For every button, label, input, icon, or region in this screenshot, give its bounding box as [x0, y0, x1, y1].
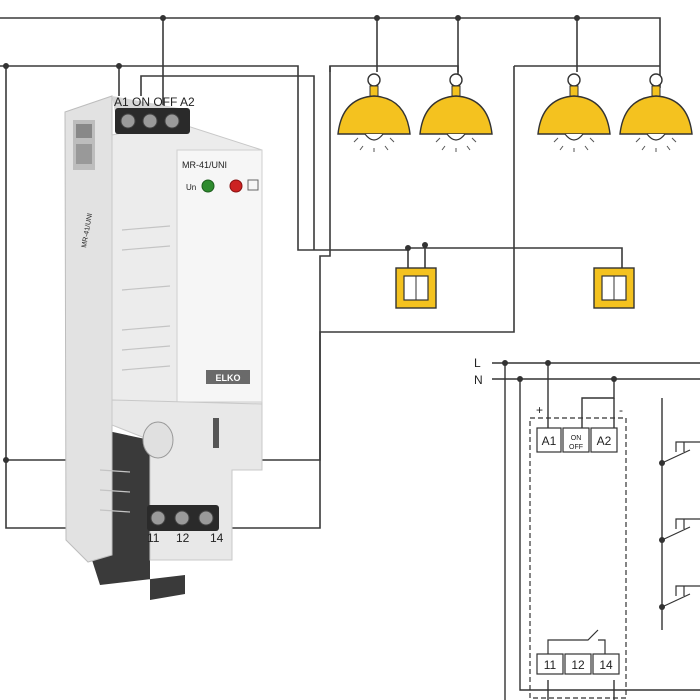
junction-dots: [3, 15, 580, 463]
wire-output-14: [230, 66, 515, 529]
bottom-terminal-12: 12: [176, 531, 190, 545]
top-terminal-labels: A1 ON OFF A2: [114, 95, 195, 109]
bottom-terminal-11: 11: [147, 531, 160, 545]
terminal-14-label: 14: [599, 658, 613, 672]
terminal-a1-label: A1: [542, 434, 557, 448]
screw-14: [198, 510, 214, 526]
terminal-off-label: OFF: [569, 444, 583, 451]
wire-switch-link: [408, 247, 623, 268]
relay-front-panel: [176, 149, 263, 403]
minus-label: -: [619, 403, 623, 417]
side-print: [99, 225, 171, 513]
relay-model-label: MR-41/UNI: [182, 160, 227, 170]
bottom-terminal-14: 14: [210, 531, 224, 545]
lamp-3: [537, 73, 611, 152]
terminal-12-label: 12: [571, 658, 585, 672]
wire-s-on: [581, 379, 615, 428]
wire-lamp-common-left: [329, 65, 459, 80]
terminal-11-label: 11: [544, 658, 557, 672]
line-l-label: L: [474, 356, 481, 370]
lamps: [337, 73, 693, 152]
line-n-label: N: [474, 373, 483, 387]
screw-on: [142, 113, 158, 129]
wire-s-n-down: [519, 379, 700, 691]
lamp-2: [419, 73, 493, 152]
relay-slot: [213, 418, 219, 448]
wire-on-bus: [0, 65, 409, 268]
lamp-1: [337, 73, 411, 152]
led-on-label: Un: [186, 183, 196, 192]
led-relay: [229, 179, 243, 193]
switch-2: [593, 267, 635, 309]
wire-top-bus: [0, 17, 661, 88]
switch-1: [395, 267, 437, 309]
schematic-bottom-terminals: [536, 653, 620, 675]
screw-a1: [120, 113, 136, 129]
schematic-top-terminals: [536, 427, 618, 453]
wiring: [0, 17, 661, 529]
brand-label: ELKO: [215, 373, 240, 383]
screw-a2: [164, 113, 180, 129]
screw-11: [150, 510, 166, 526]
terminal-a2-label: A2: [597, 434, 612, 448]
wire-lamp-return: [250, 66, 331, 461]
elko-logo: [206, 370, 250, 384]
wire-off: [140, 75, 315, 250]
relay-icon: [247, 179, 259, 191]
lamp-4: [619, 73, 693, 152]
elko-badge: [142, 421, 174, 459]
schematic: [492, 360, 700, 700]
push-buttons: [661, 441, 700, 608]
plus-label: +: [536, 403, 543, 417]
schematic-wires: [492, 362, 700, 700]
screw-12: [174, 510, 190, 526]
relay-outline: [529, 417, 627, 699]
led-on: [201, 179, 215, 193]
relay-device: [64, 95, 263, 600]
terminal-on-label: ON: [571, 435, 582, 442]
